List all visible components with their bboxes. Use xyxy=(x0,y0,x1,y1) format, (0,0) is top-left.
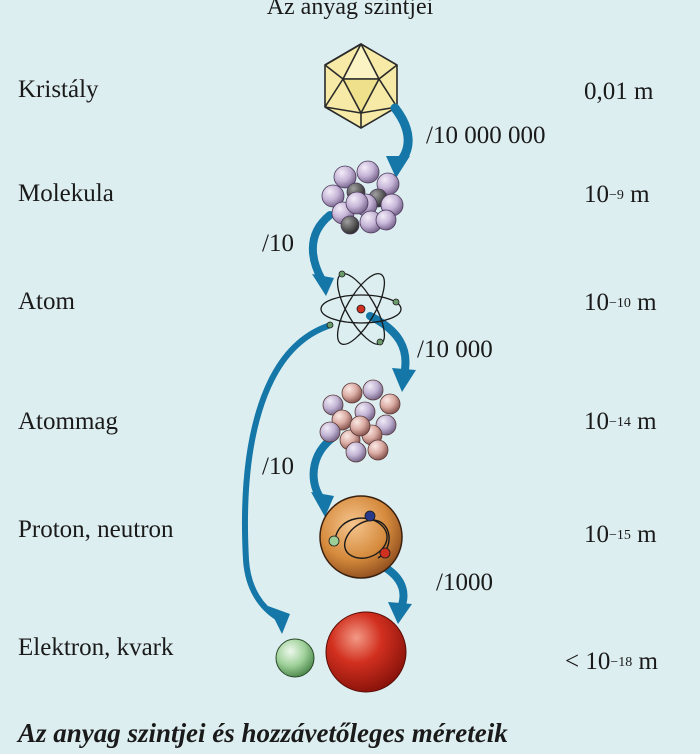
level-name-molecule: Molekula xyxy=(18,180,114,207)
size-electron-exp: −18 xyxy=(610,655,633,670)
level-name-crystal: Kristály xyxy=(18,76,99,103)
ratio-atom-nucleus: /10 000 xyxy=(417,336,493,363)
ratio-nucleus-proton: /10 xyxy=(262,453,294,480)
arrow-atom-electron xyxy=(241,323,331,621)
size-molecule-base: 10 xyxy=(584,181,609,208)
size-electron-quark: < 10−18 m xyxy=(565,648,658,676)
arrow-atom-nucleus xyxy=(366,312,410,379)
atom-icon xyxy=(320,270,402,346)
size-atom-base: 10 xyxy=(584,289,609,316)
proton-neutron-icon xyxy=(319,495,403,579)
size-atom-unit: m xyxy=(637,289,657,316)
electron-icon xyxy=(275,638,315,678)
molecule-icon xyxy=(321,160,404,235)
ratio-crystal-molecule: /10 000 000 xyxy=(426,122,546,149)
size-proton-unit: m xyxy=(637,521,657,548)
level-name-electron-quark: Elektron, kvark xyxy=(18,634,174,661)
arrow-crystal-molecule xyxy=(390,103,413,169)
size-molecule-exp: −9 xyxy=(609,188,624,203)
size-nucleus: 10−14 m xyxy=(584,408,657,436)
nucleus-icon xyxy=(319,379,401,463)
size-nucleus-base: 10 xyxy=(584,408,609,435)
size-proton-neutron: 10−15 m xyxy=(584,521,657,549)
size-proton-base: 10 xyxy=(584,521,609,548)
level-name-atom: Atom xyxy=(18,288,75,315)
figure-caption: Az anyag szintjei és hozzávetőleges mére… xyxy=(18,718,508,748)
size-molecule-unit: m xyxy=(630,181,650,208)
diagram-title: Az anyag szintjei xyxy=(266,0,434,20)
size-nucleus-exp: −14 xyxy=(609,415,631,430)
ratio-molecule-atom: /10 xyxy=(262,230,294,257)
size-proton-exp: −15 xyxy=(609,528,631,543)
size-electron-unit: m xyxy=(638,648,658,675)
size-electron-base: 10 xyxy=(585,648,611,675)
arrow-molecule-atom xyxy=(308,211,334,284)
size-nucleus-unit: m xyxy=(637,408,657,435)
size-crystal: 0,01 m xyxy=(584,78,654,105)
arrowheads xyxy=(268,156,416,634)
level-name-nucleus: Atommag xyxy=(18,408,118,435)
level-name-proton-neutron: Proton, neutron xyxy=(18,516,174,543)
ratio-proton-quark: /1000 xyxy=(436,569,493,596)
crystal-icon xyxy=(324,43,398,129)
size-atom: 10−10 m xyxy=(584,289,657,317)
size-electron-prefix: < xyxy=(565,648,580,675)
size-molecule: 10−9 m xyxy=(584,181,650,209)
quark-icon xyxy=(325,611,407,693)
arrow-nucleus-proton xyxy=(309,432,339,504)
size-atom-exp: −10 xyxy=(609,296,631,311)
